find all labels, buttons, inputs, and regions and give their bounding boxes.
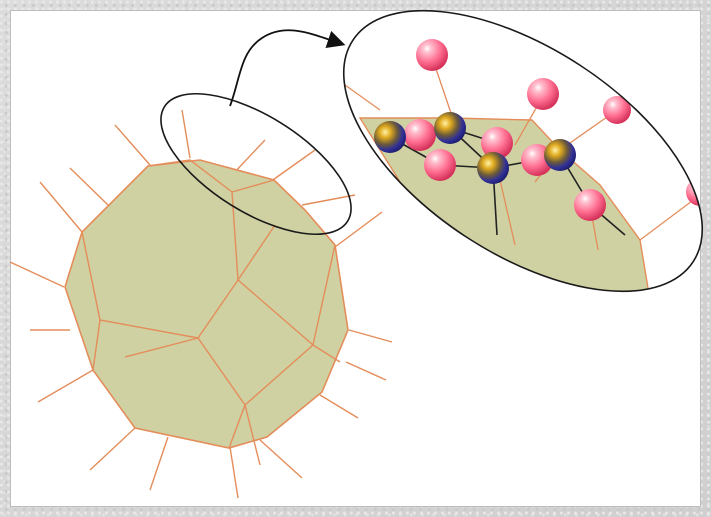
zoom-ellipse-icon [297,0,711,348]
curved-arrow-icon [230,30,342,106]
polyhedral-nanoparticle-icon [65,160,348,465]
